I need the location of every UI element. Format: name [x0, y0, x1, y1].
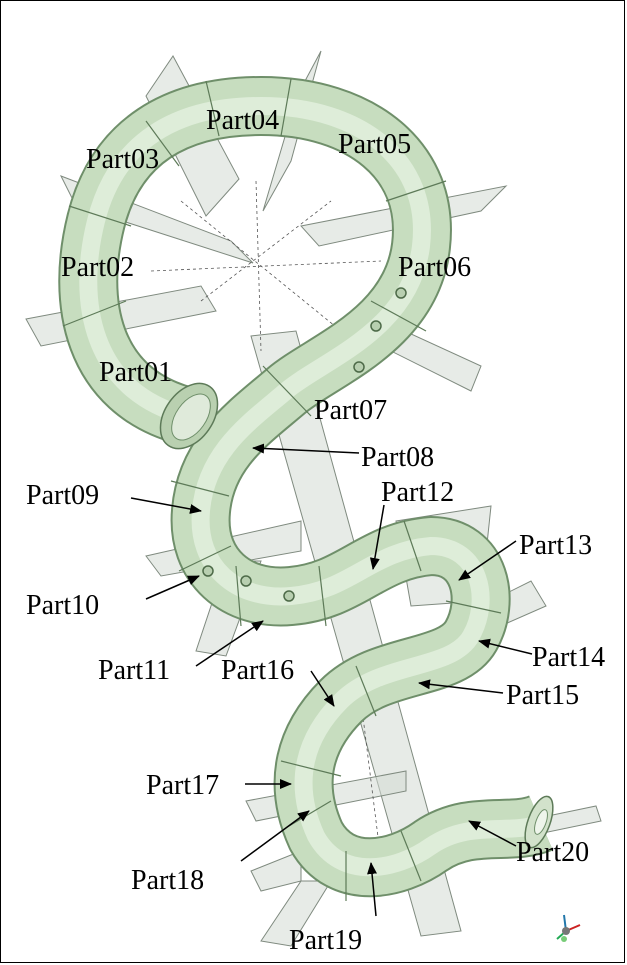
- label-part15: Part15: [506, 680, 579, 711]
- leader-arrows: [130, 443, 533, 917]
- port-hole: [370, 320, 382, 332]
- label-part14: Part14: [532, 642, 605, 673]
- coordinate-triad-icon: [556, 914, 581, 942]
- label-part06: Part06: [398, 252, 471, 283]
- label-part19: Part19: [289, 925, 362, 956]
- construction-lines: [150, 180, 382, 862]
- label-part08: Part08: [361, 442, 434, 473]
- label-part12: Part12: [381, 477, 454, 508]
- label-part02: Part02: [61, 252, 134, 283]
- s-shaped-tube: [58, 76, 554, 901]
- label-part04: Part04: [206, 105, 279, 136]
- label-part13: Part13: [519, 530, 592, 561]
- label-part03: Part03: [86, 144, 159, 175]
- label-part01: Part01: [99, 357, 172, 388]
- port-hole: [202, 565, 214, 577]
- label-part05: Part05: [338, 129, 411, 160]
- label-part18: Part18: [131, 865, 204, 896]
- plane: [250, 850, 302, 892]
- label-part17: Part17: [146, 770, 219, 801]
- port-hole: [395, 287, 407, 299]
- label-part20: Part20: [516, 837, 589, 868]
- label-part07: Part07: [314, 395, 387, 426]
- label-part16: Part16: [221, 655, 294, 686]
- label-part09: Part09: [26, 480, 99, 511]
- port-hole: [353, 361, 365, 373]
- part-labels: Part01 Part02 Part03 Part04 Part05 Part0…: [26, 105, 605, 956]
- port-hole: [283, 590, 295, 602]
- port-hole: [240, 575, 252, 587]
- plane: [250, 330, 462, 937]
- label-part10: Part10: [26, 590, 99, 621]
- label-part11: Part11: [98, 655, 170, 686]
